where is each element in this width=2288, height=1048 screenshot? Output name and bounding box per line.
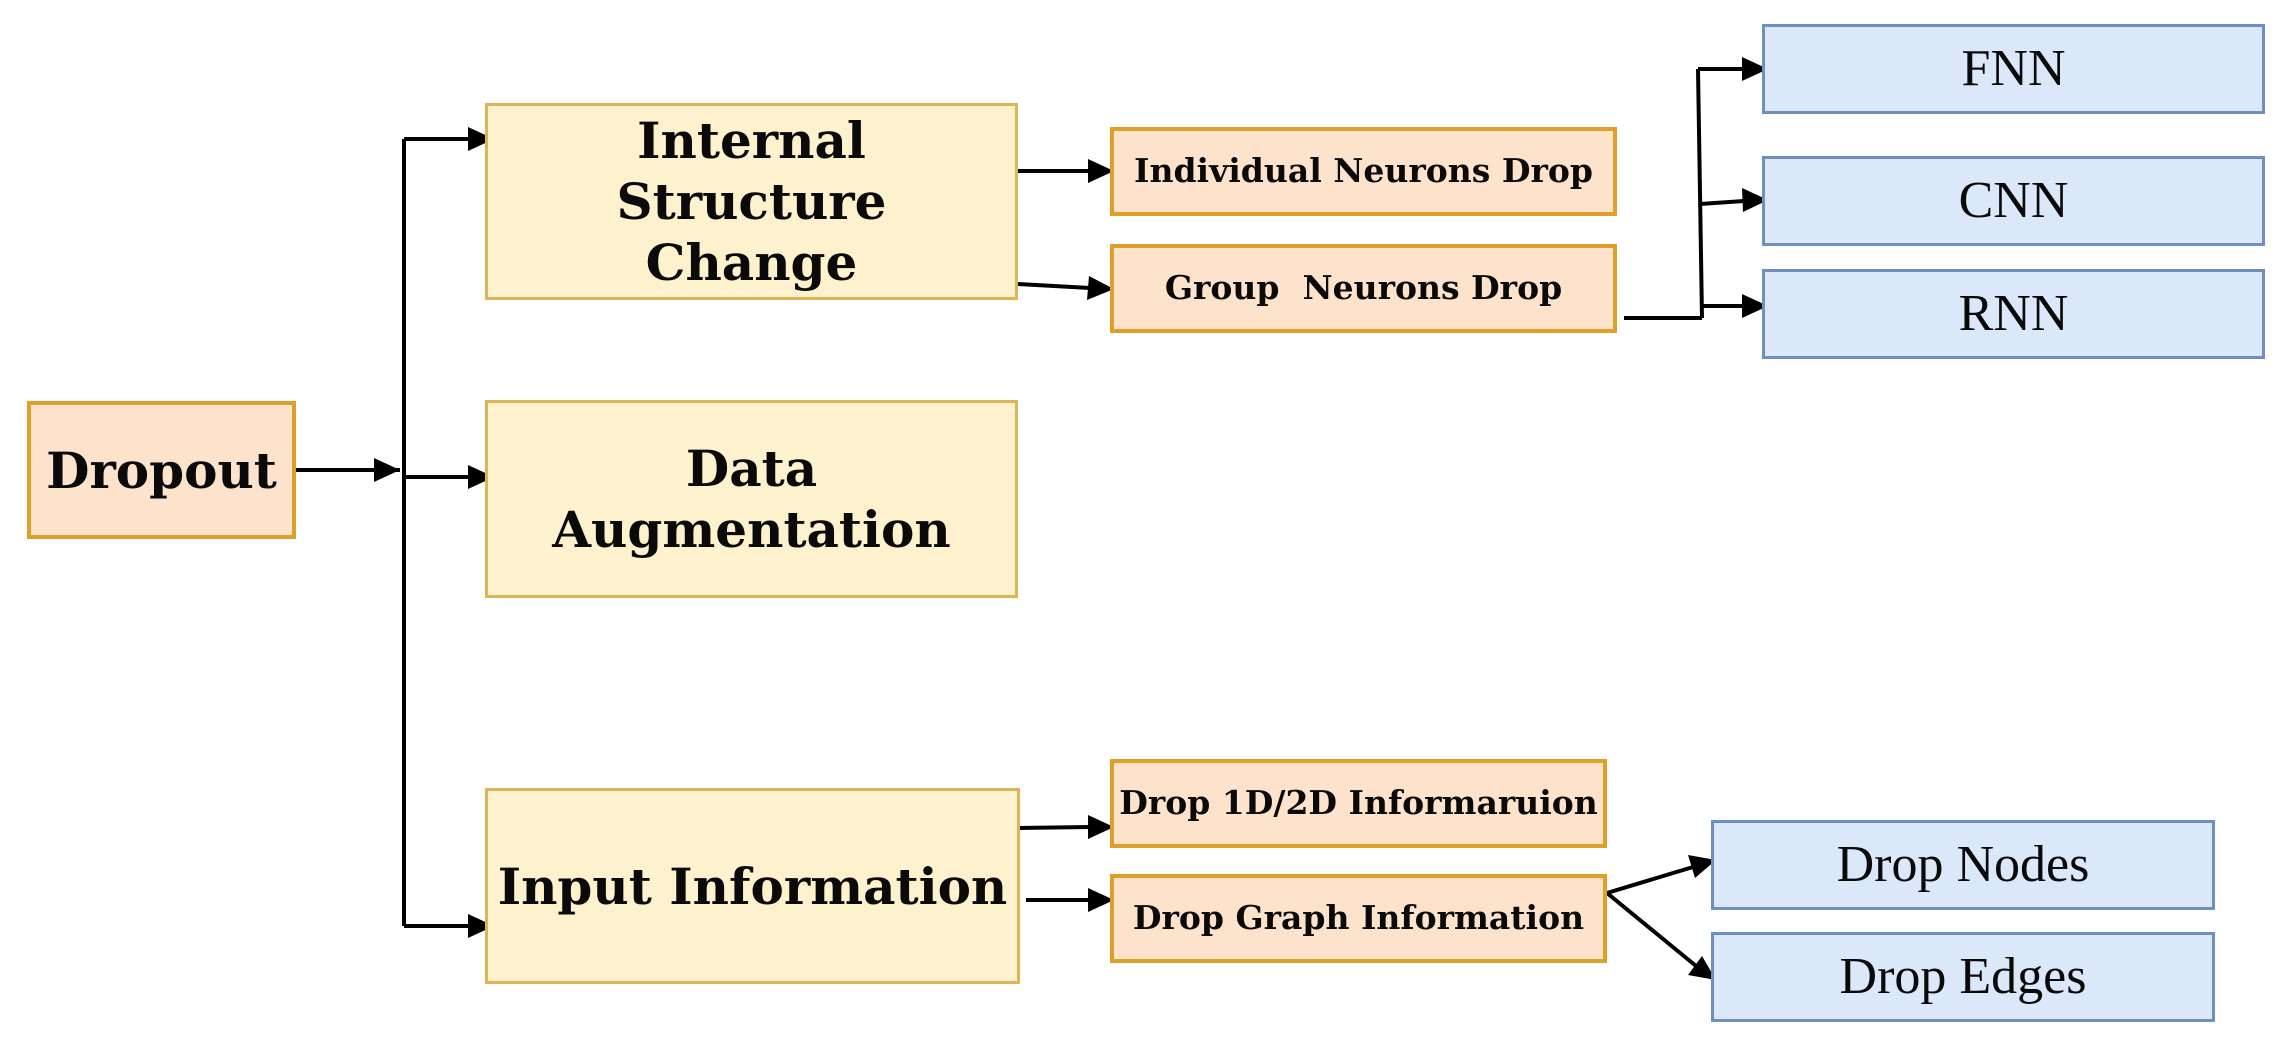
- arrow-head-icon: [468, 127, 494, 151]
- arrow-head-icon: [374, 458, 400, 482]
- node-input-information-label: Input Information: [497, 856, 1008, 916]
- edge-input-to-1d2d: [1017, 825, 1091, 830]
- arrow-head-icon: [468, 914, 494, 938]
- node-drop-1d-2d-information: Drop 1D/2D Informaruion: [1110, 759, 1607, 848]
- node-group-neurons-drop: Group Neurons Drop: [1110, 244, 1617, 333]
- node-individual-neurons-drop: Individual Neurons Drop: [1110, 127, 1617, 216]
- node-dropout-label: Dropout: [46, 440, 277, 500]
- arrow-head-icon: [1087, 276, 1114, 300]
- arrow-head-icon: [1088, 888, 1114, 912]
- node-drop-edges: Drop Edges: [1711, 932, 2215, 1022]
- arrow-head-icon: [1742, 188, 1768, 212]
- node-fnn: FNN: [1762, 24, 2265, 114]
- edge-branch-vertical: [1696, 68, 1704, 319]
- node-group-neurons-drop-label: Group Neurons Drop: [1164, 268, 1563, 308]
- node-data-augmentation: Data Augmentation: [485, 400, 1018, 598]
- node-dropout: Dropout: [27, 401, 296, 539]
- node-cnn-label: CNN: [1958, 172, 2069, 230]
- arrow-head-icon: [1688, 956, 1716, 980]
- node-drop-nodes: Drop Nodes: [1711, 820, 2215, 910]
- node-data-augmentation-label: Data Augmentation: [552, 439, 951, 559]
- edge-graph-to-edges: [1605, 891, 1698, 968]
- node-rnn-label: RNN: [1958, 285, 2069, 343]
- node-drop-graph-information: Drop Graph Information: [1110, 874, 1607, 963]
- edge-internal-to-group: [1017, 282, 1091, 290]
- arrow-head-icon: [1742, 57, 1768, 81]
- node-fnn-label: FNN: [1961, 40, 2066, 98]
- edge-graph-to-nodes: [1606, 865, 1694, 895]
- arrow-head-icon: [1088, 815, 1114, 839]
- node-drop-graph-information-label: Drop Graph Information: [1132, 898, 1585, 938]
- edge-branch-to-cnn: [1699, 199, 1745, 206]
- node-drop-nodes-label: Drop Nodes: [1836, 836, 2090, 894]
- node-cnn: CNN: [1762, 156, 2265, 246]
- arrow-head-icon: [1088, 159, 1114, 183]
- arrow-head-icon: [1688, 855, 1716, 878]
- node-internal-structure-change: Internal Structure Change: [485, 103, 1018, 300]
- arrow-head-icon: [468, 465, 494, 489]
- node-internal-structure-change-label: Internal Structure Change: [616, 111, 887, 292]
- node-rnn: RNN: [1762, 269, 2265, 359]
- arrow-head-icon: [1742, 294, 1768, 318]
- node-individual-neurons-drop-label: Individual Neurons Drop: [1134, 151, 1593, 191]
- node-drop-1d-2d-information-label: Drop 1D/2D Informaruion: [1119, 783, 1598, 823]
- node-drop-edges-label: Drop Edges: [1839, 948, 2087, 1006]
- node-input-information: Input Information: [485, 788, 1020, 984]
